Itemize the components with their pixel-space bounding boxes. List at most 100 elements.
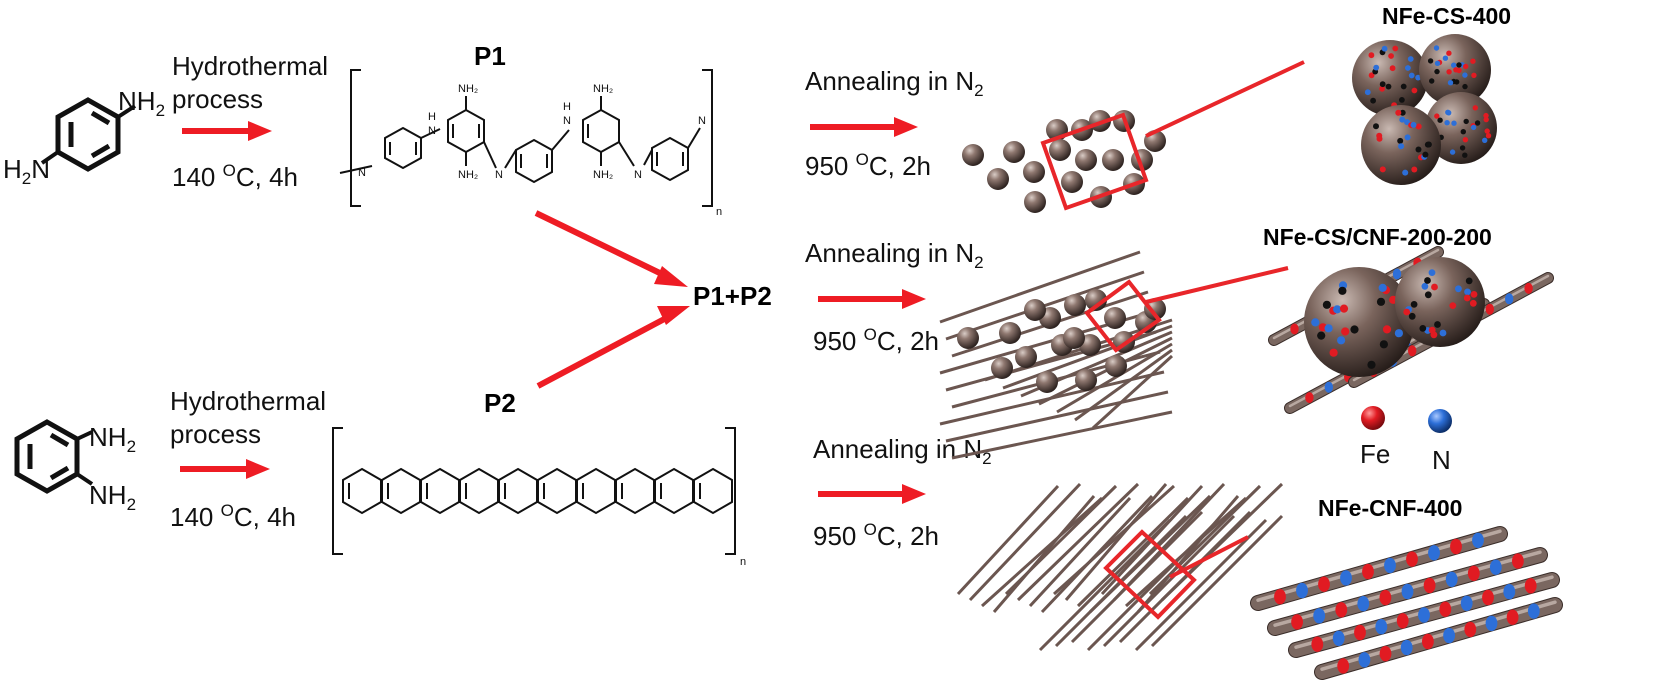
- fe-site: [1395, 109, 1402, 116]
- pore: [1322, 300, 1331, 309]
- nanofiber: [1086, 518, 1220, 652]
- anneal-arrow-bottom: [818, 484, 926, 504]
- nanofiber: [992, 495, 1096, 613]
- n-site: [1405, 65, 1411, 71]
- carbon-sphere: [1075, 149, 1097, 171]
- n-site: [1428, 269, 1436, 276]
- sphere-fiber-network: [939, 250, 1174, 460]
- nanofiber: [1028, 496, 1132, 608]
- n-site: [1373, 64, 1380, 71]
- doped-carbon-sphere: [1395, 257, 1485, 347]
- hydrothermal-label-bottom-1: Hydrothermal: [170, 386, 326, 416]
- n-site: [1394, 329, 1403, 338]
- n-site: [1482, 137, 1488, 143]
- carbon-sphere: [987, 168, 1009, 190]
- n-site: [1442, 55, 1449, 61]
- carbon-sphere: [1024, 299, 1046, 321]
- fe-site: [1467, 565, 1480, 581]
- fe-site: [1368, 52, 1375, 59]
- svg-text:N: N: [358, 167, 366, 179]
- n-site: [1445, 571, 1458, 587]
- fe-site: [1291, 614, 1303, 630]
- svg-text:N: N: [563, 115, 571, 127]
- pore: [1385, 83, 1392, 90]
- n-site: [1404, 134, 1411, 141]
- fe-site: [1422, 633, 1434, 650]
- fiber: [1038, 336, 1173, 406]
- fe-site: [1423, 577, 1436, 594]
- fe-site: [1379, 85, 1385, 92]
- carbon-sphere: [1064, 294, 1086, 316]
- svg-text:N: N: [428, 125, 436, 137]
- p2-ring: [693, 467, 733, 515]
- carbon-sphere: [1102, 149, 1124, 171]
- pore: [1427, 58, 1434, 64]
- anneal-arrow-top: [810, 117, 918, 137]
- n-site: [1358, 652, 1371, 668]
- carbon-sphere: [1024, 191, 1046, 213]
- sphere-body: [1304, 267, 1414, 377]
- monomer-o-phenylenediamine: NH2 NH2: [14, 419, 136, 514]
- n-site: [1404, 119, 1411, 126]
- carbon-sphere: [1061, 171, 1083, 193]
- n-site: [1375, 619, 1388, 635]
- n-site: [1439, 329, 1447, 337]
- fe-site: [1434, 113, 1440, 119]
- fiber: [945, 390, 1169, 443]
- n-site: [1433, 45, 1440, 51]
- fe-site: [1485, 303, 1495, 315]
- pore: [1408, 312, 1416, 320]
- monomer1-nh2-right: NH2: [118, 86, 165, 120]
- fiber: [1002, 324, 1173, 390]
- n-site: [1460, 595, 1473, 611]
- fe-site: [1446, 50, 1452, 56]
- n-site: [1364, 89, 1371, 96]
- nanofiber: [1038, 518, 1172, 652]
- product-cs-cnf-render: [1268, 246, 1554, 414]
- nanofiber: [1064, 483, 1168, 601]
- pore: [1376, 297, 1386, 306]
- fiber: [1074, 348, 1173, 422]
- legend-fe-label: Fe: [1360, 439, 1390, 469]
- svg-text:NH₂: NH₂: [593, 83, 613, 95]
- doped-nanofiber: [1314, 597, 1563, 680]
- nanofiber: [1118, 510, 1252, 644]
- sphere-body: [1425, 92, 1497, 164]
- pore: [1434, 321, 1441, 328]
- fe-site: [1463, 294, 1471, 302]
- fe-site: [1463, 63, 1469, 70]
- fe-site: [1506, 609, 1519, 625]
- fe-site: [1318, 576, 1330, 592]
- legend-n-dot: [1428, 409, 1452, 433]
- pore: [1437, 117, 1443, 123]
- nanofiber: [1150, 514, 1284, 648]
- n-site: [1381, 45, 1388, 52]
- fe-site: [1337, 658, 1350, 674]
- svg-text:N: N: [698, 115, 706, 127]
- polymer-p2-label: P2: [484, 388, 516, 418]
- svg-text:H: H: [428, 111, 436, 123]
- polymer-p1-label: P1: [474, 41, 506, 71]
- pore: [1399, 109, 1406, 116]
- anneal-top-conditions: 950 OC, 2h: [805, 150, 931, 181]
- nanofiber: [1148, 484, 1262, 596]
- fiber: [951, 410, 1173, 460]
- fe-site: [1382, 325, 1392, 334]
- fe-site: [1456, 67, 1462, 74]
- n-site: [1337, 336, 1346, 345]
- pore: [1460, 129, 1467, 135]
- n-site: [1398, 143, 1405, 150]
- pore: [1463, 118, 1469, 125]
- monomer-p-phenylenediamine: NH2 H2N: [3, 86, 165, 188]
- pore: [1415, 146, 1422, 153]
- pore: [1462, 83, 1468, 90]
- svg-text:H: H: [563, 101, 571, 113]
- fe-site: [1524, 578, 1537, 594]
- fe-site: [1403, 308, 1411, 316]
- fe-site: [1485, 133, 1492, 139]
- fe-site: [1482, 589, 1494, 606]
- fe-site: [1329, 348, 1338, 357]
- fe-site: [1471, 72, 1477, 79]
- fe-site: [1389, 65, 1396, 72]
